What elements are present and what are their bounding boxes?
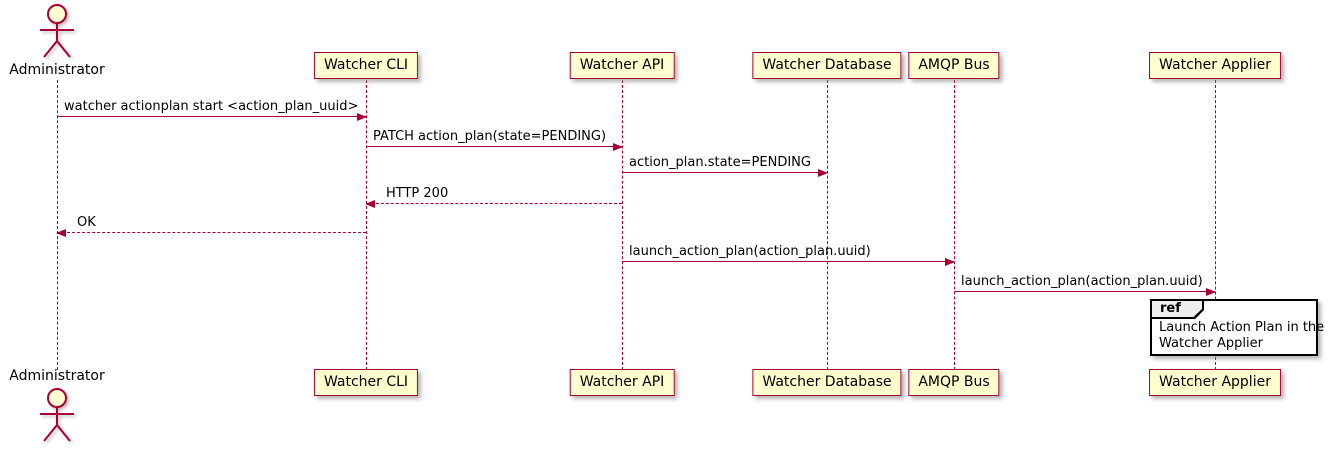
- participant-watcher-applier-top: Watcher Applier: [1149, 52, 1281, 79]
- message-label: OK: [77, 215, 96, 230]
- message-ok: OK: [56, 215, 366, 237]
- ref-text: Launch Action Plan in the Watcher Applie…: [1159, 320, 1324, 352]
- message-http-200: HTTP 200: [365, 186, 622, 208]
- participant-watcher-cli-top: Watcher CLI: [313, 52, 419, 79]
- lifeline-administrator: [57, 80, 58, 370]
- arrowhead-icon: [1206, 288, 1216, 296]
- message-label: launch_action_plan(action_plan.uuid): [961, 274, 1203, 289]
- lifeline-amqp-bus: [954, 80, 955, 370]
- message-patch-action-plan: PATCH action_plan(state=PENDING): [366, 129, 623, 151]
- message-state-pending: action_plan.state=PENDING: [622, 155, 828, 177]
- lifeline-watcher-applier: [1215, 80, 1216, 370]
- ref-text-line2: Watcher Applier: [1159, 336, 1263, 351]
- participant-watcher-database-bottom: Watcher Database: [752, 369, 902, 396]
- arrowhead-icon: [818, 169, 828, 177]
- message-label: PATCH action_plan(state=PENDING): [373, 129, 607, 144]
- participant-watcher-api-bottom: Watcher API: [569, 369, 675, 396]
- message-line: [954, 291, 1215, 292]
- lifeline-watcher-cli: [366, 80, 367, 370]
- ref-fragment: ref Launch Action Plan in the Watcher Ap…: [1150, 299, 1324, 356]
- message-line: [57, 116, 366, 117]
- arrowhead-icon: [357, 113, 367, 121]
- message-label: watcher actionplan start <action_plan_uu…: [64, 99, 359, 114]
- message-actionplan-start: watcher actionplan start <action_plan_uu…: [57, 99, 367, 121]
- arrowhead-icon: [56, 229, 66, 237]
- message-line: [622, 172, 827, 173]
- participant-watcher-applier-bottom: Watcher Applier: [1149, 369, 1281, 396]
- actor-icon: [40, 388, 74, 442]
- message-line: [366, 203, 622, 204]
- actor-administrator-bottom: Administrator: [9, 368, 105, 384]
- message-line: [622, 261, 954, 262]
- participant-watcher-database-top: Watcher Database: [752, 52, 902, 79]
- participant-watcher-api-top: Watcher API: [569, 52, 675, 79]
- ref-keyword: ref: [1152, 301, 1202, 317]
- message-label: launch_action_plan(action_plan.uuid): [629, 244, 871, 259]
- arrowhead-icon: [613, 143, 623, 151]
- ref-text-line1: Launch Action Plan in the: [1159, 320, 1325, 335]
- message-launch-action-plan-applier: launch_action_plan(action_plan.uuid): [954, 274, 1216, 296]
- message-line: [366, 146, 622, 147]
- lifeline-watcher-database: [827, 80, 828, 370]
- actor-administrator-top: Administrator: [9, 62, 105, 78]
- message-label: HTTP 200: [386, 186, 449, 201]
- message-launch-action-plan-amqp: launch_action_plan(action_plan.uuid): [622, 244, 955, 266]
- message-line: [57, 232, 366, 233]
- participant-amqp-bus-top: AMQP Bus: [908, 52, 1000, 79]
- participant-watcher-cli-bottom: Watcher CLI: [313, 369, 419, 396]
- arrowhead-icon: [365, 200, 375, 208]
- actor-icon: [40, 4, 74, 58]
- arrowhead-icon: [945, 258, 955, 266]
- ref-header: ref: [1152, 301, 1204, 319]
- message-label: action_plan.state=PENDING: [629, 155, 811, 170]
- participant-amqp-bus-bottom: AMQP Bus: [908, 369, 1000, 396]
- lifeline-watcher-api: [622, 80, 623, 370]
